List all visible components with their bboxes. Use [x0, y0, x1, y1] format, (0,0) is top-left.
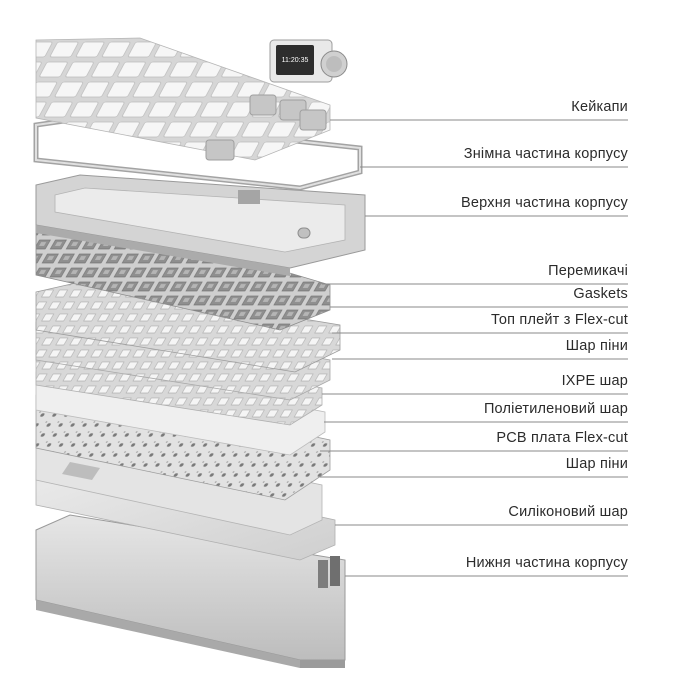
label-silicone: Силіконовий шар [508, 504, 628, 520]
label-ixpe: IXPE шар [561, 373, 628, 389]
label-keycaps: Кейкапи [571, 99, 628, 115]
label-bottom-case: Нижня частина корпусу [465, 555, 628, 571]
label-top-case: Верхня частина корпусу [461, 195, 628, 211]
clock-time: 11:20:35 [282, 57, 309, 64]
screen-module: 11:20:35 [269, 39, 333, 83]
label-gaskets: Gaskets [573, 286, 628, 302]
leader-lines [320, 119, 628, 577]
label-polyethylene: Поліетиленовий шар [483, 401, 628, 417]
label-pcb: PCB плата Flex-cut [496, 430, 628, 446]
label-switches: Перемикачі [548, 263, 628, 279]
label-foam-1: Шар піни [565, 338, 628, 354]
label-removable-case: Знімна частина корпусу [463, 146, 628, 162]
label-top-plate: Топ плейт з Flex-cut [490, 312, 628, 328]
knob [320, 50, 348, 78]
top-case [35, 174, 366, 276]
label-foam-2: Шар піни [565, 456, 628, 472]
keycaps-layer [35, 37, 331, 161]
